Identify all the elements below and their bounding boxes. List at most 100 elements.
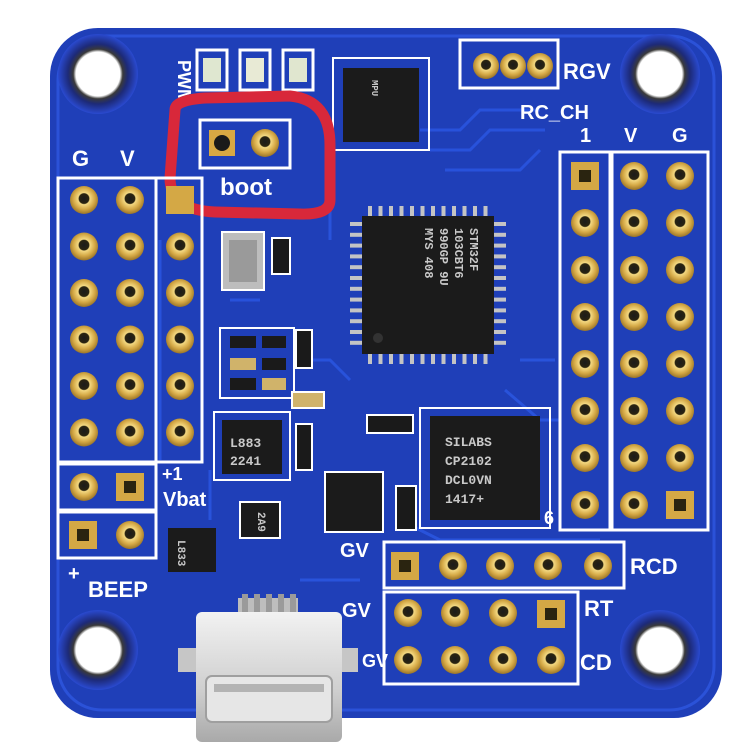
mcu-pin bbox=[350, 222, 364, 226]
rc-header-pad bbox=[620, 256, 648, 284]
rc-header-pad bbox=[666, 350, 694, 378]
mcu-pin bbox=[492, 254, 506, 259]
mcu-pin bbox=[368, 206, 372, 218]
left-header-pad bbox=[70, 372, 98, 400]
left-g-label: G bbox=[72, 146, 89, 171]
rc-header-pad-hole bbox=[674, 499, 686, 511]
mcu-pin bbox=[492, 286, 506, 291]
boot-pads bbox=[198, 118, 292, 170]
micro-usb-connector bbox=[178, 594, 358, 742]
mcu-pin bbox=[350, 243, 364, 248]
rc-header-pad bbox=[620, 491, 648, 519]
mounting-hole-top-right bbox=[620, 34, 700, 114]
mcu-pin bbox=[473, 206, 477, 218]
mcu-pin bbox=[389, 206, 393, 218]
mounting-hole-bottom-right bbox=[620, 610, 700, 690]
mcu-pin bbox=[492, 340, 506, 345]
mcu-pin bbox=[492, 330, 506, 334]
mcu-pin bbox=[492, 243, 506, 248]
left-header-pad bbox=[116, 325, 144, 354]
rc-header-pad bbox=[666, 397, 694, 425]
mcu-pin bbox=[492, 297, 506, 302]
mcu-pin bbox=[350, 319, 364, 324]
mcu-pin bbox=[399, 206, 404, 218]
rc-header-pad bbox=[666, 162, 694, 190]
usb-bridge-text-line: DCL0VN bbox=[445, 473, 492, 488]
mcu-pin bbox=[410, 352, 414, 364]
rt-cd-header bbox=[382, 590, 580, 686]
gv-label-3: GV bbox=[362, 651, 388, 671]
mcu-pin bbox=[452, 352, 456, 364]
mcu-pin bbox=[492, 276, 506, 280]
pwm-label: PWM bbox=[174, 60, 194, 104]
rc-header-pad-hole bbox=[579, 170, 591, 182]
mcu-text-line: STM32F bbox=[466, 228, 480, 271]
rc-header-pad bbox=[620, 162, 648, 190]
mcu-pin bbox=[473, 352, 477, 364]
ch-v-label: V bbox=[624, 125, 638, 147]
passive-components bbox=[219, 327, 414, 434]
rc-header-pad bbox=[666, 209, 694, 237]
ch-1-label: 1 bbox=[580, 125, 591, 147]
mcu-pin bbox=[492, 265, 506, 270]
left-pin-header bbox=[56, 176, 204, 464]
pcb-board bbox=[50, 28, 722, 718]
mcu-pin bbox=[350, 340, 364, 345]
mcu-pin bbox=[350, 265, 364, 270]
mcu-pin bbox=[483, 352, 488, 364]
mcu-pin bbox=[350, 308, 364, 313]
mcu-pin bbox=[452, 206, 456, 218]
crystal bbox=[221, 231, 291, 291]
rc-channel-header bbox=[558, 150, 710, 532]
mcu-pin bbox=[350, 232, 364, 237]
status-leds bbox=[195, 48, 315, 92]
left-header-pad bbox=[70, 186, 98, 214]
mcu-pin bbox=[350, 254, 364, 259]
mcu-pin bbox=[420, 206, 425, 218]
mcu-pin bbox=[483, 206, 488, 218]
small-regulator: L833 bbox=[168, 528, 216, 572]
mcu-pin bbox=[350, 276, 364, 280]
mcu-text-line: MYS 408 bbox=[421, 228, 435, 278]
rc-header-pad bbox=[620, 444, 648, 472]
left-header-pad bbox=[116, 186, 144, 214]
small-regulator-text: L833 bbox=[174, 540, 186, 567]
mcu-pin bbox=[350, 330, 364, 334]
rc-header-pad bbox=[571, 491, 599, 519]
mcu-pin bbox=[378, 352, 383, 364]
mcu-pin bbox=[492, 308, 506, 313]
mcu-pin bbox=[441, 206, 446, 218]
left-header-pad bbox=[166, 418, 194, 447]
rc-header-pad bbox=[620, 209, 648, 237]
mcu-pin bbox=[399, 352, 404, 364]
six-label: 6 bbox=[544, 508, 554, 528]
left-header-pad bbox=[166, 372, 194, 400]
cd-label: CD bbox=[580, 650, 612, 675]
imu-chip: MPU bbox=[332, 57, 430, 151]
rc-header-pad bbox=[620, 303, 648, 331]
regulator-text-1: L883 bbox=[230, 436, 261, 451]
mcu-pin bbox=[350, 297, 364, 302]
imu-chip-text: MPU bbox=[369, 80, 379, 96]
boot-label: boot bbox=[220, 174, 272, 201]
mcu-pin bbox=[492, 232, 506, 237]
mounting-hole-top-left bbox=[58, 34, 138, 114]
rc-header-pad bbox=[571, 256, 599, 284]
gv-label-2: GV bbox=[342, 600, 372, 622]
rc-ch-label: RC_CH bbox=[520, 102, 589, 124]
left-header-pad bbox=[116, 232, 144, 261]
mounting-hole-bottom-left bbox=[58, 610, 138, 690]
mcu-pin bbox=[492, 319, 506, 324]
rc-header-pad bbox=[571, 397, 599, 425]
sot-component: 2A9 bbox=[239, 485, 417, 539]
rc-header-pad bbox=[571, 350, 599, 378]
rgv-header bbox=[458, 38, 560, 90]
mcu-pin bbox=[462, 206, 467, 218]
mcu-text-line: 103CBT6 bbox=[451, 228, 465, 278]
rc-header-pad bbox=[666, 444, 694, 472]
mcu-pin bbox=[441, 352, 446, 364]
left-v-label: V bbox=[120, 146, 135, 171]
